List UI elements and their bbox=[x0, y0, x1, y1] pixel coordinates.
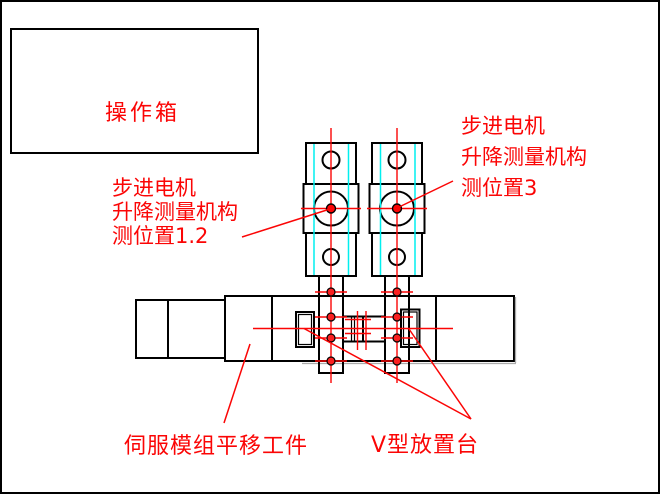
leader-lines bbox=[223, 180, 472, 424]
leader-left-mechanism bbox=[241, 208, 331, 238]
right-mechanism-label-line3: 测位置3 bbox=[461, 176, 538, 200]
leader-v-block-right bbox=[408, 328, 472, 420]
servo-module-label: 伺服模组平移工件 bbox=[124, 434, 309, 459]
servo-main-body bbox=[224, 295, 515, 362]
stem-bolt-circles bbox=[326, 287, 402, 366]
leader-v-block-left bbox=[303, 327, 472, 420]
leader-servo-module bbox=[223, 343, 251, 424]
cyan-guide-lines bbox=[313, 144, 416, 275]
servo-left-end-cap bbox=[135, 299, 169, 359]
left-mechanism-label-line2: 升降测量机构 bbox=[112, 200, 238, 224]
left-spindle-center-dot bbox=[325, 203, 337, 214]
operation-box-label: 操作箱 bbox=[105, 101, 181, 126]
right-mechanism-label-line1: 步进电机 bbox=[461, 114, 545, 138]
right-mechanism-label-line2: 升降测量机构 bbox=[461, 145, 587, 169]
operation-box-outline bbox=[10, 28, 259, 154]
leader-right-mechanism bbox=[396, 180, 454, 209]
left-mechanism-label: 步进电机 升降测量机构 测位置1.2 bbox=[112, 176, 238, 248]
right-spindle-center-dot bbox=[391, 203, 403, 214]
servo-left-block bbox=[167, 299, 226, 359]
left-v-block bbox=[295, 311, 315, 348]
right-mechanism-label: 步进电机 升降测量机构 测位置3 bbox=[461, 111, 587, 204]
left-mechanism-label-line1: 步进电机 bbox=[112, 176, 196, 200]
black-outlines bbox=[10, 28, 517, 374]
left-mechanism-label-line3: 测位置1.2 bbox=[112, 224, 209, 248]
v-block-label: V型放置台 bbox=[371, 433, 480, 458]
